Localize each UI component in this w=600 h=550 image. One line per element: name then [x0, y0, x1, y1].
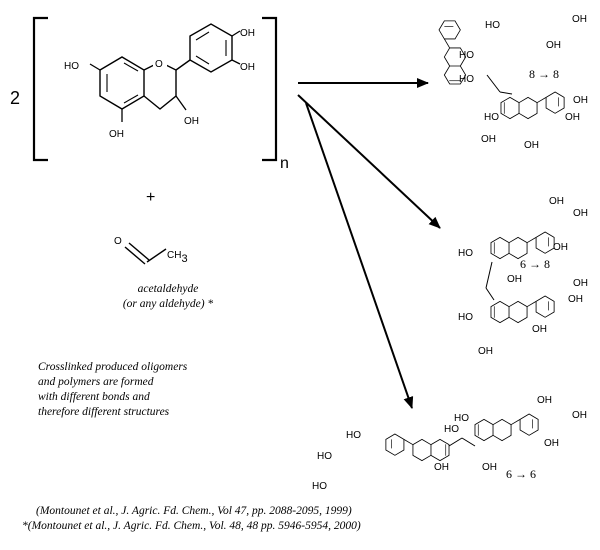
references: (Montounet et al., J. Agric. Fd. Chem., …	[22, 504, 482, 534]
left-bracket	[32, 16, 48, 162]
p1-oh-label: OH	[481, 134, 496, 145]
p2-oh-label: OH	[573, 208, 588, 219]
p3-oh-label: OH	[482, 462, 497, 473]
acetaldehyde-structure: O CH3	[114, 236, 188, 265]
p1-oh-label: OH	[524, 140, 539, 151]
p2-ho-label: HO	[458, 312, 473, 323]
p1-oh-label: OH	[546, 40, 561, 51]
ch3-label: CH3	[167, 250, 188, 265]
p1-oh-label: OH	[572, 14, 587, 25]
aldehyde-name-line1: acetaldehyde	[137, 283, 199, 295]
aldehyde-name: acetaldehyde (or any aldehyde) *	[118, 282, 218, 312]
p2-ho-label: HO	[458, 248, 473, 259]
right-bracket	[262, 16, 278, 162]
p3-oh-label: OH	[537, 395, 552, 406]
ho-7-label: HO	[64, 61, 79, 72]
arrow-to-6-6-product	[305, 102, 414, 409]
p1-ho-label: HO	[484, 112, 499, 123]
oh-3-label: OH	[184, 116, 199, 127]
reactant-bracketed-monomer: 2 n O HO OH OH OH OH	[10, 16, 289, 172]
p1-ho-label: HO	[459, 74, 474, 85]
p2-oh-label: OH	[553, 242, 568, 253]
description-line: and polymers are formed	[38, 376, 154, 388]
product-6-8-structure: OH OH HO OH OH 6 → 8 OH OH HO OH OH	[458, 196, 588, 357]
p3-oh-label: OH	[544, 438, 559, 449]
subscript-n: n	[280, 155, 289, 172]
bond-tag-8-8: 8 → 8	[529, 67, 559, 81]
reference-1: (Montounet et al., J. Agric. Fd. Chem., …	[36, 505, 352, 517]
p2-oh-label: OH	[568, 294, 583, 305]
p3-ho-label: HO	[312, 481, 327, 492]
oh-5-label: OH	[109, 129, 124, 140]
p2-oh-label: OH	[507, 274, 522, 285]
p2-oh-label: OH	[532, 324, 547, 335]
plus-sign: +	[146, 189, 155, 206]
product-6-6-structure: OH OH HO HO HO OH OH OH HO HO 6 → 6	[312, 395, 587, 492]
p1-ho-label: HO	[485, 20, 500, 31]
p3-ho-label: HO	[317, 451, 332, 462]
p3-oh-label: OH	[572, 410, 587, 421]
p3-oh-label: OH	[434, 462, 449, 473]
multiplier-label: 2	[10, 88, 20, 108]
product-8-8-structure: HO OH OH HO HO HO OH OH OH OH 8 → 8	[438, 14, 588, 151]
oh-3prime-label: OH	[240, 28, 255, 39]
aldehyde-oxygen-label: O	[114, 236, 122, 247]
p1-oh-label: OH	[573, 95, 588, 106]
p1-oh-label: OH	[565, 112, 580, 123]
aldehyde-name-line2: (or any aldehyde) *	[122, 298, 214, 310]
p3-ho-label: HO	[444, 424, 459, 435]
oh-4prime-label: OH	[240, 62, 255, 73]
p2-oh-label: OH	[478, 346, 493, 357]
description-line: Crosslinked produced oligomers	[38, 361, 188, 373]
description-text: Crosslinked produced oligomers and polym…	[38, 360, 238, 420]
p3-ho-label: HO	[346, 430, 361, 441]
description-line: therefore different structures	[38, 406, 170, 418]
arrow-to-6-8-product	[297, 94, 441, 229]
p3-ho-label: HO	[454, 413, 469, 424]
p2-oh-label: OH	[549, 196, 564, 207]
bond-tag-6-6: 6 → 6	[506, 467, 536, 481]
bond-tag-6-8: 6 → 8	[520, 257, 550, 271]
p2-oh-label: OH	[573, 278, 588, 289]
description-line: with different bonds and	[38, 391, 150, 403]
p1-ho-label: HO	[459, 50, 474, 61]
ring-oxygen-label: O	[155, 59, 163, 70]
reference-2: *(Montounet et al., J. Agric. Fd. Chem.,…	[22, 520, 361, 532]
